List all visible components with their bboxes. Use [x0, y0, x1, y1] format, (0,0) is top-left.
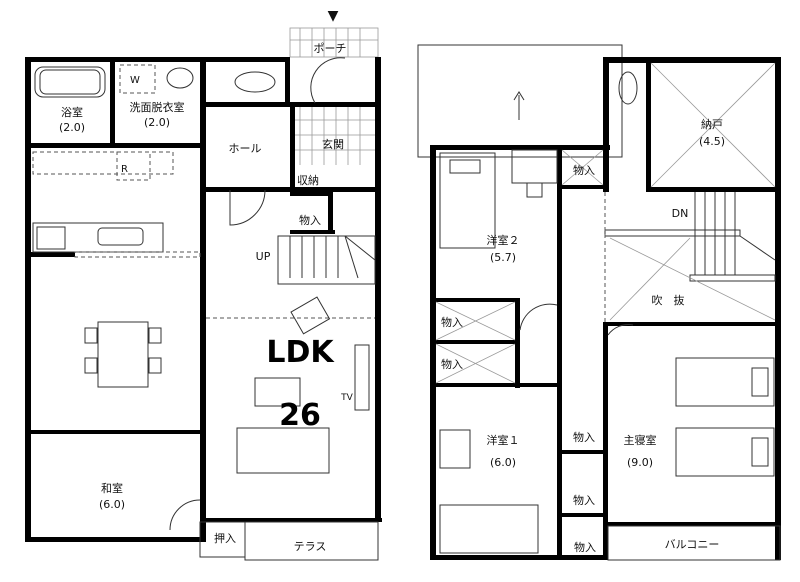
label-balcony: バルコニー [665, 538, 720, 551]
label-closet-top: 物入 [573, 163, 595, 177]
desk-icon-room1 [439, 429, 471, 469]
label-oshiire: 押入 [214, 531, 236, 545]
label-terrace: テラス [294, 540, 327, 553]
label-shuno: 収納 [297, 174, 319, 187]
label-closet-a: 物入 [441, 315, 463, 329]
label-dn: DN [672, 207, 689, 220]
label-bath-size: (2.0) [59, 121, 85, 134]
kitchen-sink-icon [97, 227, 144, 246]
armchair-icon [290, 296, 331, 335]
label-ldk: LDK [266, 335, 335, 370]
label-washitsu: 和室 [101, 481, 123, 495]
label-ldk-size: 26 [279, 398, 321, 433]
bathtub-icon [34, 66, 106, 98]
label-bath: 浴室 [61, 105, 83, 119]
label-washroom: 洗面脱衣室 [130, 100, 185, 114]
coffee-table-icon [254, 377, 301, 407]
label-washitsu-size: (6.0) [99, 498, 125, 511]
entrance-marker: ▼ [328, 8, 339, 24]
label-nando: 納戸 [701, 118, 723, 131]
label-western1: 洋室１ [487, 433, 520, 447]
label-up: UP [256, 250, 271, 263]
bed-icon-master-2 [675, 427, 775, 477]
label-western1-size: (6.0) [490, 456, 516, 469]
label-washroom-size: (2.0) [144, 116, 170, 129]
label-western2: 洋室２ [487, 233, 520, 247]
roof-balcony [417, 44, 623, 158]
first-floor: ▼ W R [25, 8, 382, 561]
label-tv: TV [340, 393, 353, 403]
desk-icon-room2 [511, 149, 558, 184]
bed-icon-room1 [439, 504, 539, 554]
sofa-icon [236, 427, 330, 474]
label-porch: ポーチ [314, 42, 347, 55]
dining-table-icon [97, 321, 149, 388]
toilet-icon-2f [618, 71, 638, 105]
label-master: 主寝室 [624, 433, 657, 447]
stairs-1f [277, 235, 376, 285]
label-monoire-1f: 物入 [299, 213, 321, 227]
stairs-2f [604, 192, 776, 282]
label-master-size: (9.0) [627, 456, 653, 469]
label-closet-c: 物入 [573, 430, 595, 444]
label-genkan: 玄関 [322, 137, 344, 151]
label-nando-size: (4.5) [699, 135, 725, 148]
label-fukinuke: 吹 抜 [652, 293, 685, 307]
sink-icon [166, 67, 194, 89]
label-western2-size: (5.7) [490, 251, 516, 264]
label-closet-d: 物入 [573, 493, 595, 507]
toilet-icon [234, 71, 276, 93]
second-floor: 洋室２ (5.7) 物入 納戸 (4.5) DN 吹 抜 物入 物入 洋室１ (… [417, 44, 781, 561]
tv-stand-icon [354, 344, 370, 411]
fridge-label: R [121, 164, 128, 175]
bed-icon-master-1 [675, 357, 775, 407]
porch-area [289, 27, 379, 58]
washer-label: W [130, 75, 140, 86]
stove-icon [36, 226, 66, 250]
bed-icon-room2 [439, 152, 496, 249]
label-closet-b: 物入 [441, 357, 463, 371]
label-hall: ホール [229, 142, 262, 155]
label-closet-e: 物入 [574, 540, 596, 554]
